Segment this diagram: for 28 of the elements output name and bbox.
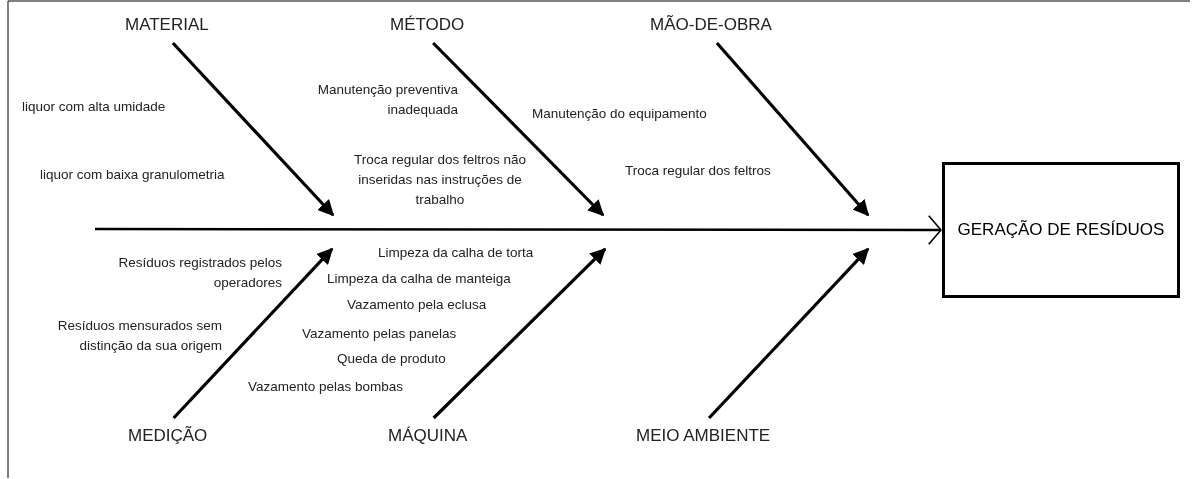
cause-text: Manutenção preventiva inadequada bbox=[316, 81, 458, 119]
effect-box: GERAÇÃO DE RESÍDUOS bbox=[942, 162, 1180, 298]
cause-text: Resíduos mensurados sem distinção da sua origem bbox=[56, 317, 222, 355]
cause-text: Troca regular dos feltros não inseridas nas instruções de trabalho bbox=[352, 151, 528, 209]
category-label: MEDIÇÃO bbox=[128, 426, 208, 446]
cause-text: Vazamento pela eclusa bbox=[347, 296, 487, 314]
cause-text: Vazamento pelas bombas bbox=[248, 378, 404, 396]
cause-text: Resíduos registrados pelos operadores bbox=[117, 254, 282, 292]
category-label: MATERIAL bbox=[125, 15, 209, 35]
cause-text: Limpeza da calha de torta bbox=[378, 244, 534, 262]
cause-arrow bbox=[715, 41, 870, 217]
cause-text: Vazamento pelas panelas bbox=[302, 325, 457, 343]
category-label: MÁQUINA bbox=[388, 426, 468, 446]
cause-text: liquor com alta umidade bbox=[22, 98, 166, 116]
cause-text: Troca regular dos feltros bbox=[625, 162, 771, 180]
cause-arrow bbox=[432, 41, 605, 217]
cause-text: liquor com baixa granulometria bbox=[40, 166, 225, 184]
cause-text: Queda de produto bbox=[337, 350, 446, 368]
category-label: MEIO AMBIENTE bbox=[636, 426, 771, 446]
cause-arrow bbox=[432, 247, 607, 420]
category-label: MÃO-DE-OBRA bbox=[650, 15, 772, 35]
cause-text: Manutenção do equipamento bbox=[532, 105, 707, 123]
cause-arrow bbox=[171, 41, 335, 217]
category-label: MÉTODO bbox=[390, 15, 465, 35]
cause-arrow bbox=[707, 247, 870, 420]
cause-arrow bbox=[172, 247, 334, 420]
spine-arrow bbox=[95, 214, 942, 246]
cause-text: Limpeza da calha de manteiga bbox=[327, 270, 511, 288]
